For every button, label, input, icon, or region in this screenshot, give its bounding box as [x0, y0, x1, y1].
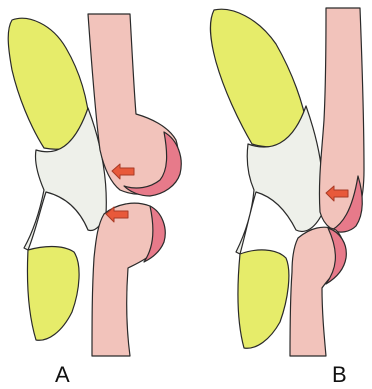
upper-yellow-bone-b	[210, 9, 308, 146]
panel-b	[210, 8, 364, 356]
panel-label-b: B	[332, 364, 347, 386]
panel-label-a: A	[55, 364, 70, 386]
lower-yellow-bone-b	[238, 250, 289, 348]
panel-a	[8, 14, 181, 356]
lower-yellow-bone	[27, 247, 79, 341]
